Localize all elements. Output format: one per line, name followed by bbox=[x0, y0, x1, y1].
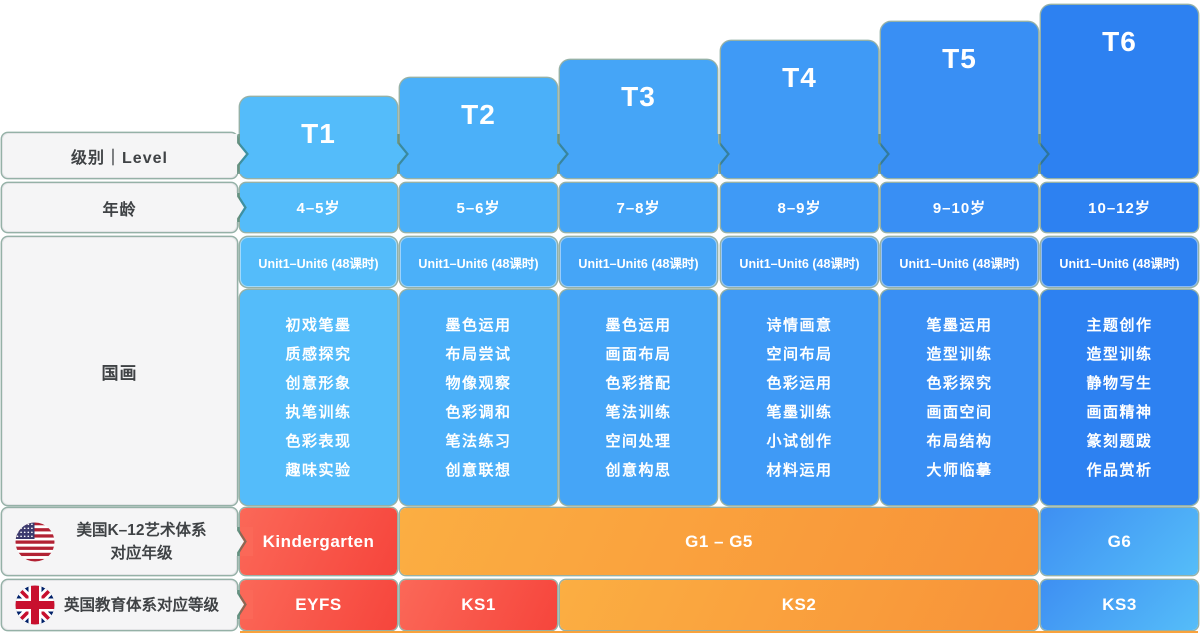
row-label-us-system: 美国K–12艺术体系 对应年级 bbox=[2, 508, 237, 575]
row-label-us-text: 美国K–12艺术体系 对应年级 bbox=[55, 519, 228, 565]
uk-stage-cell-ks3: KS3 bbox=[1041, 580, 1198, 630]
label-chevron-age bbox=[227, 193, 253, 222]
course-topic: 作品赏析 bbox=[1086, 461, 1153, 479]
course-list-t4: 诗情画意空间布局色彩运用笔墨训练小试创作材料运用 bbox=[721, 290, 878, 505]
us-grade-cell-kindergarten: Kindergarten bbox=[240, 508, 397, 575]
label-chevron-level bbox=[227, 134, 253, 174]
age-cell-t5: 9–10岁 bbox=[881, 183, 1038, 232]
course-topic: 画面空间 bbox=[926, 403, 993, 421]
us-label-line1: 美国K–12艺术体系 bbox=[76, 521, 207, 539]
course-topic: 笔法训练 bbox=[605, 403, 672, 421]
course-topics: 墨色运用布局尝试物像观察色彩调和笔法练习创意联想 bbox=[445, 311, 511, 485]
row-label-level-text: 级别｜Level bbox=[71, 149, 168, 167]
label-chevron-us bbox=[227, 527, 253, 556]
header-chevron-connector bbox=[547, 134, 573, 174]
course-list-t2: 墨色运用布局尝试物像观察色彩调和笔法练习创意联想 bbox=[400, 290, 557, 505]
course-topic: 创意构思 bbox=[605, 461, 672, 479]
course-topic: 造型训练 bbox=[1086, 345, 1153, 363]
course-list-t1: 初戏笔墨质感探究创意形象执笔训练色彩表现趣味实验 bbox=[240, 290, 397, 505]
label-chevron-uk bbox=[227, 590, 253, 619]
us-grade-cell-g1g5: G1 – G5 bbox=[400, 508, 1038, 575]
course-topics: 墨色运用画面布局色彩搭配笔法训练空间处理创意构思 bbox=[605, 311, 671, 485]
course-topic: 静物写生 bbox=[1086, 374, 1153, 392]
course-topic: 墨色运用 bbox=[605, 316, 672, 334]
course-topic: 笔墨运用 bbox=[926, 316, 993, 334]
uk-stage-cell-ks2: KS2 bbox=[560, 580, 1038, 630]
course-topics: 初戏笔墨质感探究创意形象执笔训练色彩表现趣味实验 bbox=[285, 311, 351, 485]
course-topic: 趣味实验 bbox=[285, 461, 352, 479]
unit-badge-t6: Unit1–Unit6 (48课时) bbox=[1041, 237, 1198, 287]
course-topic: 布局尝试 bbox=[445, 345, 512, 363]
course-topic: 空间布局 bbox=[766, 345, 833, 363]
age-cell-t1: 4–5岁 bbox=[240, 183, 397, 232]
course-topic: 材料运用 bbox=[766, 461, 833, 479]
course-topic: 画面精神 bbox=[1086, 403, 1153, 421]
level-header-t6: T6 bbox=[1041, 5, 1198, 178]
course-topic: 初戏笔墨 bbox=[285, 316, 352, 334]
row-label-subject: 国画 bbox=[2, 237, 237, 505]
course-topic: 主题创作 bbox=[1086, 316, 1153, 334]
course-topics: 诗情画意空间布局色彩运用笔墨训练小试创作材料运用 bbox=[766, 311, 832, 485]
header-chevron-connector bbox=[868, 134, 894, 174]
header-chevron-connector bbox=[1028, 134, 1054, 174]
course-list-t5: 笔墨运用造型训练色彩探究画面空间布局结构大师临摹 bbox=[881, 290, 1038, 505]
level-header-t3: T3 bbox=[560, 60, 717, 178]
us-label-line2: 对应年级 bbox=[110, 544, 173, 562]
age-cell-t4: 8–9岁 bbox=[721, 183, 878, 232]
row-label-uk-system: 英国教育体系对应等级 bbox=[2, 580, 237, 630]
course-topic: 大师临摹 bbox=[926, 461, 993, 479]
course-topic: 篆刻题跋 bbox=[1086, 432, 1153, 450]
us-grade-cell-g6: G6 bbox=[1041, 508, 1198, 575]
course-topic: 造型训练 bbox=[926, 345, 993, 363]
row-label-uk-text: 英国教育体系对应等级 bbox=[63, 596, 219, 614]
unit-badge-t4: Unit1–Unit6 (48课时) bbox=[721, 237, 878, 287]
course-topic: 墨色运用 bbox=[445, 316, 512, 334]
course-topic: 笔墨训练 bbox=[766, 403, 833, 421]
header-chevron-connector bbox=[708, 134, 734, 174]
course-topic: 色彩探究 bbox=[926, 374, 993, 392]
course-list-t6: 主题创作造型训练静物写生画面精神篆刻题跋作品赏析 bbox=[1041, 290, 1198, 505]
course-topics: 主题创作造型训练静物写生画面精神篆刻题跋作品赏析 bbox=[1086, 311, 1152, 485]
level-header-t4: T4 bbox=[721, 41, 878, 178]
course-topic: 质感探究 bbox=[285, 345, 352, 363]
age-cell-t3: 7–8岁 bbox=[560, 183, 717, 232]
course-topic: 物像观察 bbox=[445, 374, 512, 392]
row-label-age: 年龄 bbox=[2, 183, 237, 232]
course-list-t3: 墨色运用画面布局色彩搭配笔法训练空间处理创意构思 bbox=[560, 290, 717, 505]
course-topic: 创意形象 bbox=[285, 374, 352, 392]
course-topics: 笔墨运用造型训练色彩探究画面空间布局结构大师临摹 bbox=[926, 311, 992, 485]
row-label-subject-text: 国画 bbox=[101, 363, 138, 383]
unit-badge-t5: Unit1–Unit6 (48课时) bbox=[881, 237, 1038, 287]
age-cell-t2: 5–6岁 bbox=[400, 183, 557, 232]
unit-badge-t2: Unit1–Unit6 (48课时) bbox=[400, 237, 557, 287]
unit-badge-t3: Unit1–Unit6 (48课时) bbox=[560, 237, 717, 287]
course-topic: 空间处理 bbox=[605, 432, 672, 450]
course-topic: 色彩表现 bbox=[285, 432, 352, 450]
level-header-t5: T5 bbox=[881, 22, 1038, 178]
uk-stage-cell-ks1: KS1 bbox=[400, 580, 557, 630]
uk-flag-icon bbox=[15, 585, 55, 625]
row-label-level: 级别｜Level bbox=[2, 133, 237, 178]
row-label-age-text: 年龄 bbox=[102, 201, 137, 219]
course-topic: 色彩运用 bbox=[766, 374, 833, 392]
cutoff-next-row-strip bbox=[240, 631, 1198, 633]
age-cell-t6: 10–12岁 bbox=[1041, 183, 1198, 232]
course-topic: 色彩搭配 bbox=[605, 374, 672, 392]
header-chevron-connector bbox=[387, 134, 413, 174]
course-topic: 执笔训练 bbox=[285, 403, 352, 421]
level-header-t1: T1 bbox=[240, 97, 397, 178]
us-flag-icon bbox=[15, 522, 55, 562]
course-topic: 色彩调和 bbox=[445, 403, 512, 421]
course-topic: 布局结构 bbox=[926, 432, 993, 450]
uk-stage-cell-eyfs: EYFS bbox=[240, 580, 397, 630]
course-topic: 创意联想 bbox=[445, 461, 512, 479]
unit-badge-t1: Unit1–Unit6 (48课时) bbox=[240, 237, 397, 287]
level-header-t2: T2 bbox=[400, 78, 557, 178]
course-topic: 笔法练习 bbox=[445, 432, 512, 450]
course-topic: 画面布局 bbox=[605, 345, 672, 363]
course-topic: 小试创作 bbox=[766, 432, 833, 450]
course-topic: 诗情画意 bbox=[766, 316, 833, 334]
